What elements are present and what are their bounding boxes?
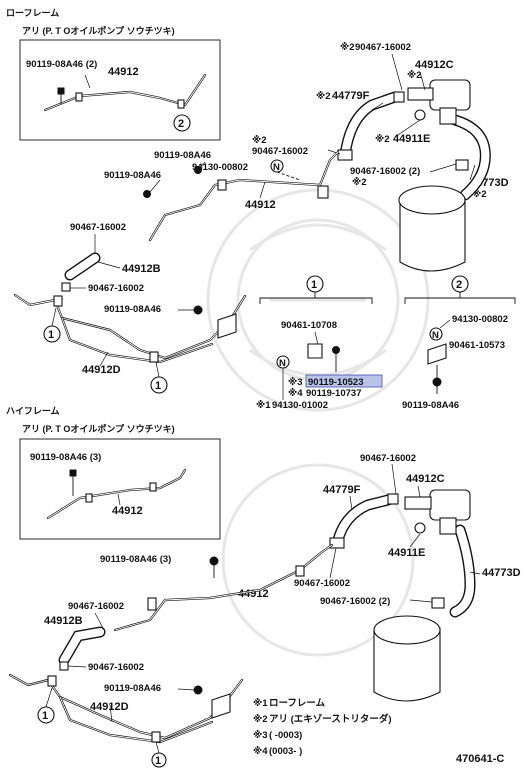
callout-2-inset-text: 2 xyxy=(178,118,184,130)
lf-44912c-label: 44912C xyxy=(415,59,454,71)
hf-44912b-label: 44912B xyxy=(44,615,83,627)
d1-bracket-label: 90461-10708 xyxy=(281,320,337,331)
hf-clip-left2-label: 90467-16002 xyxy=(88,662,144,673)
note-2-mark: ※2 xyxy=(253,714,268,725)
d1-bolt-hl-mark: ※3 xyxy=(288,377,303,388)
lf-44779f-label: 44779F xyxy=(332,90,370,102)
note-1-text: ローフレーム xyxy=(269,698,326,709)
high-frame-inset-title: アリ (P. T Oオイルポンプ ソウチツキ) xyxy=(22,423,175,434)
hf-main-fuel-pipe xyxy=(113,543,334,632)
inset-bolt-label: 90119-08A46 (2) xyxy=(26,59,97,70)
hf-44779f-label: 44779F xyxy=(323,484,361,496)
hf-inset-pipe-label: 44912 xyxy=(112,505,143,517)
note-4-mark: ※4 xyxy=(253,746,268,757)
note-3-text: ( -0003) xyxy=(269,730,302,741)
callout-1-bottom-text: 1 xyxy=(155,380,161,392)
low-frame-inset-box xyxy=(19,39,221,141)
lf-bolt-c-label: 90119-08A46 xyxy=(104,304,161,315)
detail-2-group: 2 N 94130-00802 90461-10573 90119-08A46 xyxy=(402,275,516,411)
hf-clip-left-label: 90467-16002 xyxy=(68,601,124,612)
d2-nut-symbol-text: N xyxy=(432,330,439,341)
low-frame-title: ローフレーム xyxy=(6,8,59,18)
lf-clip-right-label: 90467-16002 (2) xyxy=(350,166,420,177)
lf-mark-clip-top1: ※2 xyxy=(340,42,355,53)
hf-callout-1-bottom-text: 1 xyxy=(155,755,161,767)
hf-bolt-a-label: 90119-08A46 (3) xyxy=(100,554,171,565)
lf-hose-44779f xyxy=(339,91,401,161)
hf-bolt-a-icon xyxy=(209,556,219,566)
lf-main-fuel-pipe xyxy=(143,150,340,242)
lf-44912c-mark: ※2 xyxy=(407,70,422,81)
d1-nut-mark: ※1 xyxy=(256,400,271,411)
hf-44912c-label: 44912C xyxy=(406,473,445,485)
lf-clip-left2-label: 90467-16002 xyxy=(88,283,144,294)
inset-fuel-pipe xyxy=(43,73,207,112)
lf-hose-44773d xyxy=(449,114,491,201)
lf-clip-left-label: 90467-16002 xyxy=(70,222,126,233)
lf-bolt-b-label: 90119-08A46 xyxy=(104,170,161,181)
hf-clip-right-label: 90467-16002 (2) xyxy=(320,596,390,607)
hf-hose-44912b xyxy=(58,626,106,666)
d2-bracket-label: 90461-10573 xyxy=(449,340,505,351)
lf-pipe-44912-label: 44912 xyxy=(245,199,276,211)
hf-44773d-label: 44773D xyxy=(482,567,521,579)
inset-pipe-label: 44912 xyxy=(108,66,139,78)
lf-fuel-pump-assembly xyxy=(337,79,471,171)
lf-44911e-mark: ※2 xyxy=(375,134,390,145)
d2-bolt-label: 90119-08A46 xyxy=(402,400,459,411)
note-3-mark: ※3 xyxy=(253,730,268,741)
hf-pipe-44912-label: 44912 xyxy=(238,588,269,600)
lf-fuel-tank xyxy=(398,185,466,272)
hf-clip-mid-label: 90467-16002 xyxy=(294,578,350,589)
callout-1-left-text: 1 xyxy=(48,329,54,341)
note-2-text: アリ (エキゾーストリターダ) xyxy=(269,713,392,725)
d2-nut-label: 94130-00802 xyxy=(452,314,508,325)
note-4-text: (0003- ) xyxy=(269,746,302,757)
hf-callout-1-left-text: 1 xyxy=(42,710,48,722)
detail-1-group: 1 90461-10708 N ※3 90119-10523 ※4 90119-… xyxy=(256,275,383,411)
detail-2-callout-text: 2 xyxy=(456,279,462,291)
lf-clip-right-mark: ※2 xyxy=(352,177,367,188)
callout-2-inset xyxy=(173,114,191,132)
note-1-mark: ※1 xyxy=(253,698,268,709)
lf-44912d-label: 44912D xyxy=(82,364,121,376)
lf-44779f-mark: ※2 xyxy=(316,91,331,102)
lf-lower-fuel-pipe xyxy=(13,282,247,364)
notes-legend: ※1 ローフレーム ※2 アリ (エキゾーストリターダ) ※3 ( -0003)… xyxy=(253,698,392,757)
high-frame-title: ハイフレーム xyxy=(6,406,60,416)
low-frame-inset-title: アリ (P. T Oオイルポンプ ソウチツキ) xyxy=(22,25,175,36)
hf-44912d-label: 44912D xyxy=(90,701,129,713)
high-frame-inset-box xyxy=(19,438,221,540)
lf-clip-mid-label: 90467-16002 xyxy=(252,146,308,157)
hf-inset-bolt-label: 90119-08A46 (3) xyxy=(30,452,101,463)
detail-1-callout-text: 1 xyxy=(311,279,317,291)
hf-hose-44779f xyxy=(332,494,394,546)
hf-inset-fuel-pipe xyxy=(46,468,187,520)
highlighted-part-90119-10523[interactable] xyxy=(305,374,383,388)
d1-nut-label: 94130-01002 xyxy=(272,400,328,411)
figure-number: 470641-C xyxy=(456,753,504,765)
hf-bolt-c-label: 90119-08A46 xyxy=(104,683,161,694)
d1-bolt2-label: 90119-10737 xyxy=(306,388,361,399)
hf-fuel-tank xyxy=(373,615,441,702)
hf-fuel-pump-assembly xyxy=(329,489,471,609)
d1-bolt2-mark: ※4 xyxy=(288,388,303,399)
lf-clip-top1-label: 90467-16002 xyxy=(355,42,411,53)
d1-bolt-hl-label: 90119-10523 xyxy=(308,377,363,388)
lf-hose-44912b xyxy=(64,252,101,281)
lf-nut-label: 94130-00802 xyxy=(192,162,248,173)
hf-44911e-label: 44911E xyxy=(388,547,425,559)
lf-44773d-mark: ※2 xyxy=(472,189,487,200)
lf-bolt-a-label: 90119-08A46 xyxy=(154,150,211,161)
hf-hose-44773d xyxy=(449,524,476,618)
d1-nut-symbol-text: N xyxy=(279,358,286,369)
lf-44912b-label: 44912B xyxy=(122,263,161,275)
hf-clip-top-label: 90467-16002 xyxy=(360,453,416,464)
lf-nut-symbol-text: N xyxy=(273,162,280,173)
hf-lower-fuel-pipe xyxy=(8,661,244,744)
lf-44911e-label: 44911E xyxy=(393,133,430,145)
lf-clip-mid-mark: ※2 xyxy=(252,135,267,146)
